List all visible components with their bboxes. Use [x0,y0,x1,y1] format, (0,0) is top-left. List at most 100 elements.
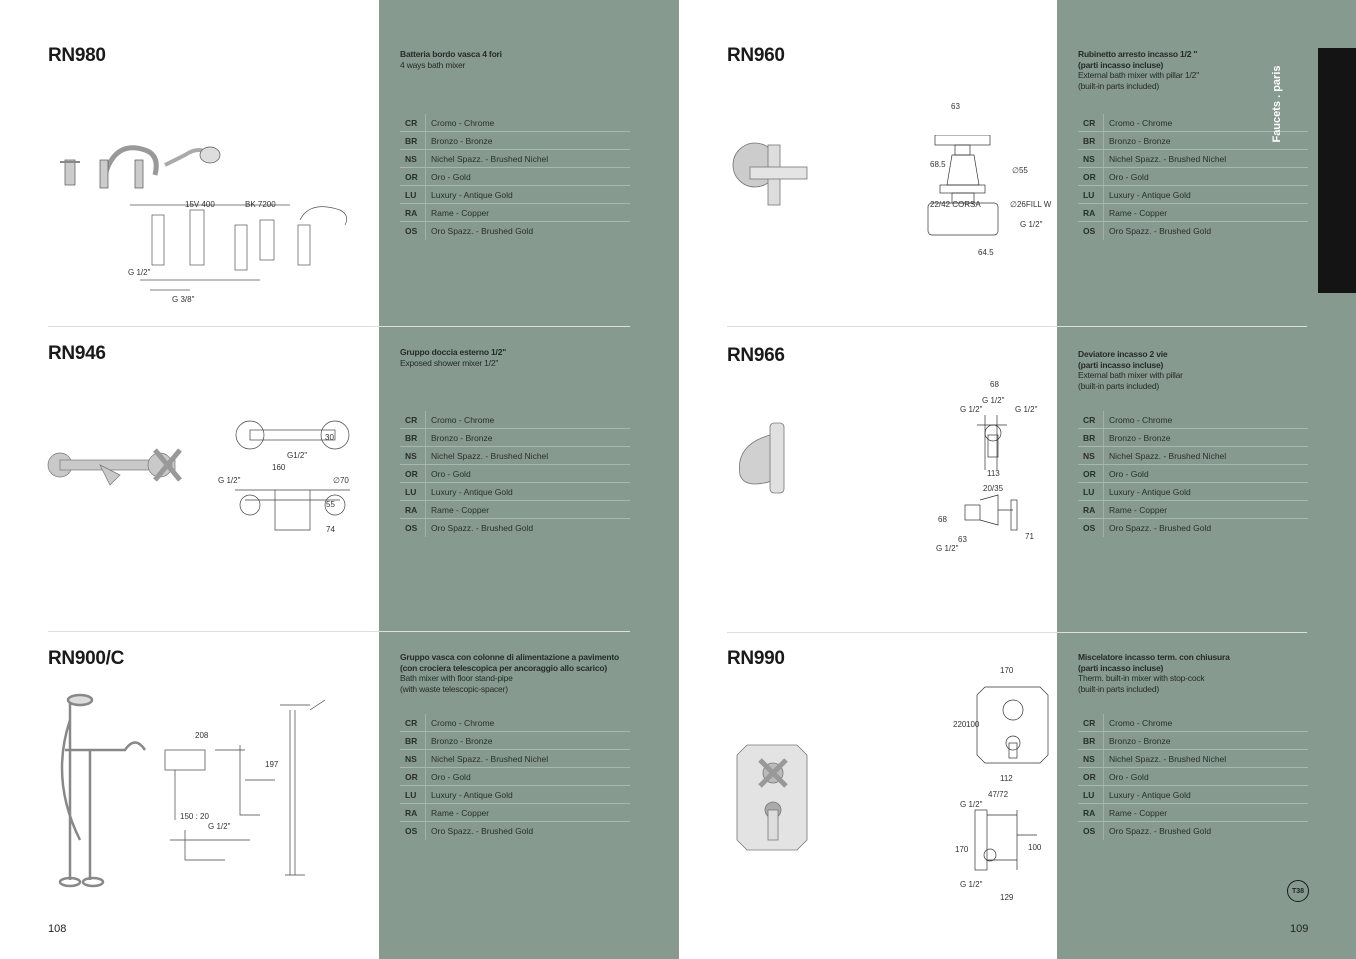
product-description: Rubinetto arresto incasso 1/2 "(parti in… [1078,49,1328,91]
description-italian: Batteria bordo vasca 4 fori [400,49,502,59]
finish-code: BR [1078,132,1104,149]
dimension-label: 74 [326,525,335,534]
dimension-label: 220 [953,720,967,729]
dimension-label: 63 [958,535,967,544]
finish-label: Rame - Copper [431,504,490,515]
finish-code: LU [400,483,426,500]
dimension-label: 100 [966,720,980,729]
finish-row: BR Bronzo - Bronze [400,732,630,750]
finish-label: Oro Spazz. - Brushed Gold [431,523,534,533]
finish-code: OR [400,768,426,785]
finish-label: Oro - Gold [1109,771,1149,782]
finish-code: BR [400,429,426,446]
finish-row: BR Bronzo - Bronze [400,429,630,447]
finish-label: Rame - Copper [431,807,490,818]
description-english: Exposed shower mixer 1/2" [400,357,499,368]
finish-label: Bronzo - Bronze [1109,135,1171,146]
finish-code: NS [1078,150,1104,167]
finish-label: Cromo - Chrome [431,717,495,728]
finish-label: Bronzo - Bronze [431,432,493,443]
finish-code: OS [400,519,426,537]
side-tab-label: Faucets . paris [1271,65,1283,143]
finish-code: OR [400,168,426,185]
dimension-label: G 1/2" [1020,220,1043,229]
product-description: Gruppo doccia esterno 1/2"Exposed shower… [400,347,650,368]
finish-row: OS Oro Spazz. - Brushed Gold [400,519,630,537]
finish-label: Luxury - Antique Gold [431,486,513,497]
description-italian: Rubinetto arresto incasso 1/2 " [1078,49,1198,59]
description-english: (with waste telescopic-spacer) [400,683,508,694]
finish-code: BR [1078,732,1104,749]
finish-row: CR Cromo - Chrome [400,114,630,132]
finish-code: LU [1078,786,1104,803]
finish-code: CR [400,114,426,131]
dimension-label: G 1/2" [960,405,983,414]
finish-code: NS [1078,750,1104,767]
finish-code: OS [1078,822,1104,840]
dimension-label: G 1/2" [960,800,983,809]
dimension-label: 68 [938,515,947,524]
finish-label: Bronzo - Bronze [431,735,493,746]
dimension-label: 64.5 [978,248,994,257]
divider [727,632,1307,633]
product-description: Gruppo vasca con colonne di alimentazion… [400,652,650,694]
finish-code: RA [1078,804,1104,821]
finish-label: Cromo - Chrome [431,117,495,128]
finish-code: BR [400,732,426,749]
dimension-label: 197 [265,760,279,769]
side-tab: Faucets . paris [1271,48,1356,293]
dimension-label: G 1/2" [218,476,241,485]
dimension-label: 71 [1025,532,1034,541]
dimension-label: ∅26FILL W [1010,200,1052,209]
finish-code: NS [400,150,426,167]
finish-label: Rame - Copper [1109,807,1168,818]
finish-code: OR [1078,768,1104,785]
finish-label: Bronzo - Bronze [1109,735,1171,746]
dimension-label: G 1/2" [1015,405,1038,414]
dimension-label: G 1/2" [960,880,983,889]
finish-row: CR Cromo - Chrome [400,714,630,732]
dimension-label: 150 : 20 [180,812,209,821]
description-italian: Gruppo doccia esterno 1/2" [400,347,507,357]
right-page-color-panel [1057,0,1356,959]
finish-row: LU Luxury - Antique Gold [400,786,630,804]
divider [48,631,630,632]
dimension-label: BK 7200 [245,200,276,209]
finish-label: Nichel Spazz. - Brushed Nichel [1109,753,1227,764]
finish-code: CR [1078,411,1104,428]
finish-code: LU [400,786,426,803]
description-english: Bath mixer with floor stand-pipe [400,673,513,683]
finish-label: Cromo - Chrome [431,414,495,425]
description-italian: (parti incasso incluse) [1078,662,1164,673]
description-english: (built-in parts included) [1078,683,1159,694]
finish-code: CR [400,714,426,731]
dimension-label: 63 [951,102,960,111]
dimension-label: G 1/2" [128,268,151,277]
description-italian: Deviatore incasso 2 vie [1078,349,1168,359]
finish-code: NS [1078,447,1104,464]
dimension-label: G 1/2" [982,396,1005,405]
dimension-label: 68.5 [930,160,946,169]
product-code: RN900/C [48,648,125,669]
finish-label: Luxury - Antique Gold [431,789,513,800]
